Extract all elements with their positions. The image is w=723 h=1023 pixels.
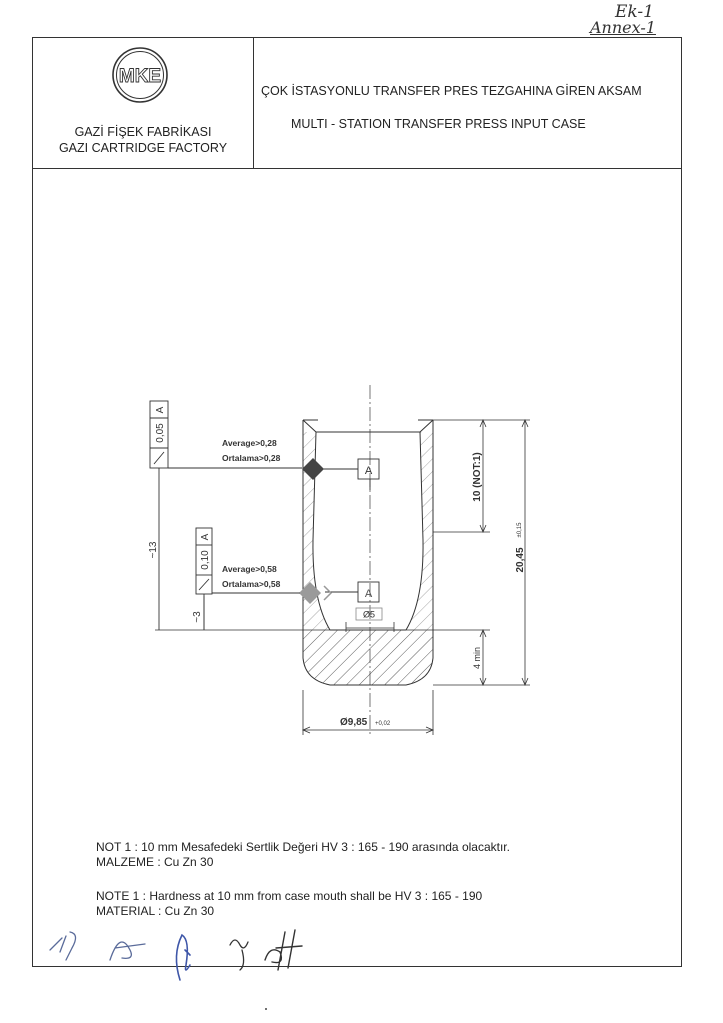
dim-d5-label: Ø5 [363, 610, 375, 620]
signature-5 [264, 929, 303, 971]
diamond-marker-bottom-edge [323, 585, 333, 601]
title-tr: ÇOK İSTASYONLU TRANSFER PRES TEZGAHINA G… [261, 84, 642, 98]
signatures [49, 929, 303, 981]
material-tr: MALZEME : Cu Zn 30 [96, 855, 214, 869]
dim-diameter-bottom [301, 690, 435, 735]
note-en: NOTE 1 : Hardness at 10 mm from case mou… [96, 889, 483, 903]
dim-d985-label: Ø9,85 [340, 717, 368, 728]
datum-bottom-label: A [365, 588, 373, 600]
factory-name-en: GAZI CARTRIDGE FACTORY [58, 141, 228, 155]
avg-bottom-tr: Ortalama>0,58 [222, 579, 281, 589]
factory-name: GAZİ FİŞEK FABRİKASI GAZI CARTRIDGE FACT… [33, 124, 253, 156]
dim-3-label: ~3 [192, 611, 203, 623]
material-en: MATERIAL : Cu Zn 30 [96, 904, 215, 918]
runout-bottom-datum: A [200, 533, 211, 540]
runout-bottom-value: 0,10 [200, 550, 211, 570]
mke-logo: MKE [112, 47, 168, 103]
runout-top-datum: A [155, 406, 166, 413]
header-divider-horizontal [33, 168, 681, 169]
annex-en-handwritten: Annex-1 [590, 18, 656, 37]
dim-total-label: 20,45 [515, 547, 526, 572]
note-tr: NOT 1 : 10 mm Mesafedeki Sertlik Değeri … [96, 840, 510, 854]
factory-name-tr: GAZİ FİŞEK FABRİKASI [74, 125, 212, 139]
signature-4 [229, 939, 249, 971]
stray-dot [265, 1008, 267, 1010]
avg-top-en: Average>0,28 [222, 438, 277, 448]
signature-3 [175, 933, 191, 981]
drawing-frame: MKE GAZİ FİŞEK FABRİKASI GAZI CARTRIDGE … [32, 37, 682, 967]
diamond-marker-bottom [299, 582, 321, 604]
dim-13-label: ~13 [148, 541, 159, 558]
diamond-marker-top [302, 458, 324, 480]
logo-text: MKE [119, 66, 161, 87]
header-divider-vertical [253, 38, 254, 168]
dim-d985-tol: +0,02 [375, 721, 391, 727]
dim-lines-right [433, 418, 530, 687]
signature-2 [109, 941, 146, 961]
datum-top-label: A [365, 465, 373, 477]
runout-top-value: 0,05 [155, 423, 166, 443]
dim-10-label: 10 (NOT:1) [472, 452, 483, 501]
dim-4min-label: 4 min [472, 647, 482, 669]
fcf-runout-top [149, 400, 302, 630]
wall-hatching [303, 432, 433, 685]
annex-tr-handwritten: Ek-1 [615, 2, 654, 22]
title-en: MULTI - STATION TRANSFER PRESS INPUT CAS… [291, 117, 586, 131]
avg-top-tr: Ortalama>0,28 [222, 453, 281, 463]
dim-total-tol: ±0,15 [517, 522, 523, 538]
avg-bottom-en: Average>0,58 [222, 564, 277, 574]
signature-1 [49, 931, 77, 961]
technical-drawing: Ø5 A A 0,05 A 0,10 A Average>0,28 Ortala… [148, 385, 530, 735]
